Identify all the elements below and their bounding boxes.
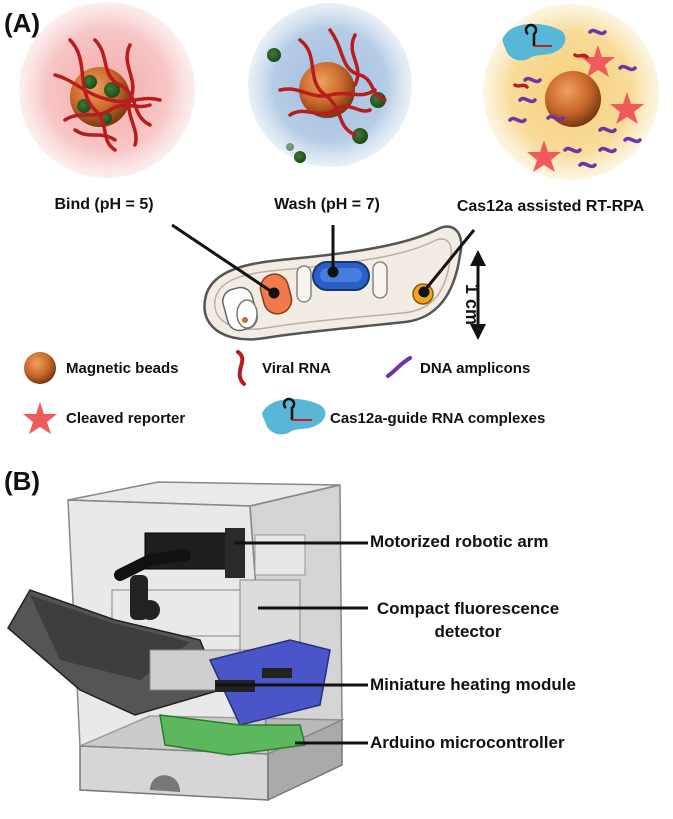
legend-viral-rna: Viral RNA: [262, 360, 331, 377]
legend-magnetic-beads: Magnetic beads: [66, 360, 179, 377]
callout-heating-module: Miniature heating module: [370, 675, 576, 694]
scale-bar: [470, 250, 486, 340]
callout-arduino: Arduino microcontroller: [370, 733, 565, 752]
legend-icons: [23, 350, 412, 435]
panel-a-label: (A): [4, 8, 41, 38]
legend-dna-amplicons: DNA amplicons: [420, 360, 531, 377]
bind-illustration: [19, 2, 195, 178]
device-callout-lines: [215, 541, 368, 745]
panel-b-label: (B): [4, 466, 41, 496]
cas12a-illustration: [483, 4, 659, 180]
legend-cleaved-reporter: Cleaved reporter: [66, 410, 186, 427]
callout-robotic-arm: Motorized robotic arm: [370, 532, 549, 551]
wash-illustration: [248, 3, 412, 167]
callout-fluorescence-detector: Compact fluorescence detector: [376, 599, 560, 641]
bind-step-label: Bind (pH = 5): [54, 196, 154, 213]
device-illustration: [7, 481, 345, 802]
step-pointers: [171, 223, 476, 299]
legend-cas12a-complex: Cas12a-guide RNA complexes: [330, 410, 546, 427]
cas12a-step-label: Cas12a assisted RT-RPA: [456, 198, 645, 215]
scale-label: 1 cm: [462, 284, 482, 326]
wash-step-label: Wash (pH = 7): [274, 196, 380, 213]
microfluidic-chip: [203, 225, 463, 341]
